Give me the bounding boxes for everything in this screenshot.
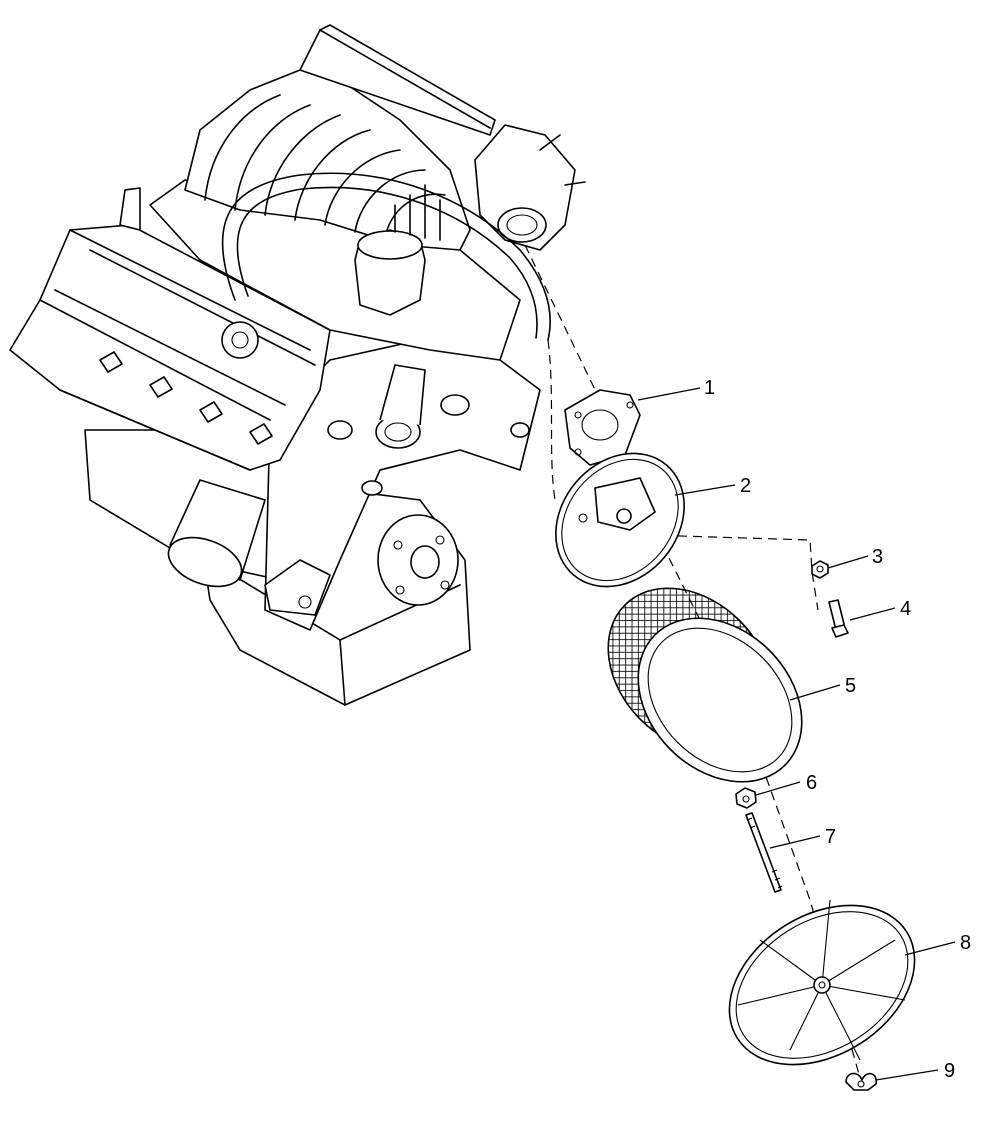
bolt-part-4: [828, 599, 849, 638]
leader-lines: [637, 387, 956, 1081]
nut-part-3: [811, 560, 829, 579]
callout-4: 4: [900, 598, 911, 620]
callout-1: 1: [704, 377, 715, 399]
callout-9: 9: [944, 1060, 955, 1082]
wing-nut-part-9: [845, 1072, 877, 1091]
callout-3: 3: [872, 546, 883, 568]
air-cleaner-base: [555, 452, 685, 588]
air-cleaner-cover: [728, 899, 916, 1066]
callout-6: 6: [806, 772, 817, 794]
callout-labels: 1 2 3 4 5 6 7 8 9: [704, 377, 971, 1082]
callout-7: 7: [825, 826, 836, 848]
nut-part-6: [735, 787, 757, 809]
engine-assembly: [9, 24, 586, 706]
callout-5: 5: [845, 675, 856, 697]
callout-8: 8: [960, 932, 971, 954]
air-filter-element: [607, 587, 803, 783]
callout-2: 2: [740, 475, 751, 497]
throttle-body-gasket: [564, 389, 641, 466]
stud-part-7: [745, 812, 783, 893]
